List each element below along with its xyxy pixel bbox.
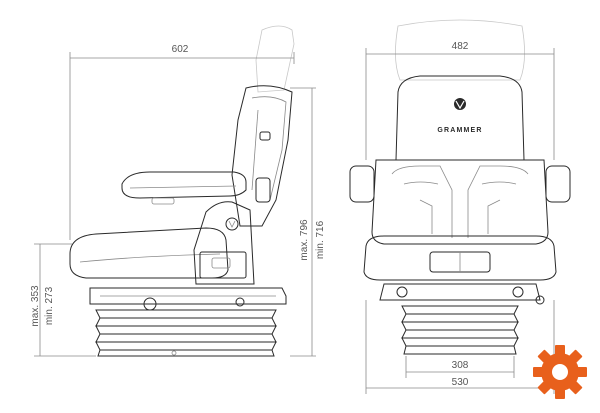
dim-front-width: 482 xyxy=(452,41,469,52)
front-armrest-right xyxy=(545,165,571,203)
front-backrest xyxy=(395,75,525,161)
dim-base-inner: 308 xyxy=(452,360,469,371)
dim-seat-max: max. 353 xyxy=(30,285,41,327)
gear-icon xyxy=(533,345,587,399)
dim-max-height: max. 796 xyxy=(299,219,310,261)
side-bellows xyxy=(95,309,277,357)
grammer-logo: GRAMMER xyxy=(437,98,482,134)
side-seat-cushion xyxy=(69,227,229,279)
front-armrest-left xyxy=(349,165,375,203)
side-view: 602 max. 796 min. 716 max. 353 min. 273 xyxy=(30,25,326,357)
dim-side-width: 602 xyxy=(172,44,189,55)
dim-min-height: min. 716 xyxy=(315,220,326,259)
front-bellows xyxy=(401,305,519,355)
side-armrest xyxy=(121,171,247,199)
dim-base-outer: 530 xyxy=(452,377,469,388)
side-headrest xyxy=(255,25,295,93)
side-backrest xyxy=(231,85,293,227)
front-view: GRAMMER 482 xyxy=(349,19,571,394)
front-backrest-lower xyxy=(371,159,549,245)
side-bracket xyxy=(193,201,255,285)
dim-seat-min: min. 273 xyxy=(44,286,55,325)
front-headrest xyxy=(395,19,525,81)
brand-logo-text: GRAMMER xyxy=(437,127,482,134)
side-suspension xyxy=(89,287,287,305)
front-seat-cushion xyxy=(363,235,557,281)
front-suspension xyxy=(379,283,541,301)
